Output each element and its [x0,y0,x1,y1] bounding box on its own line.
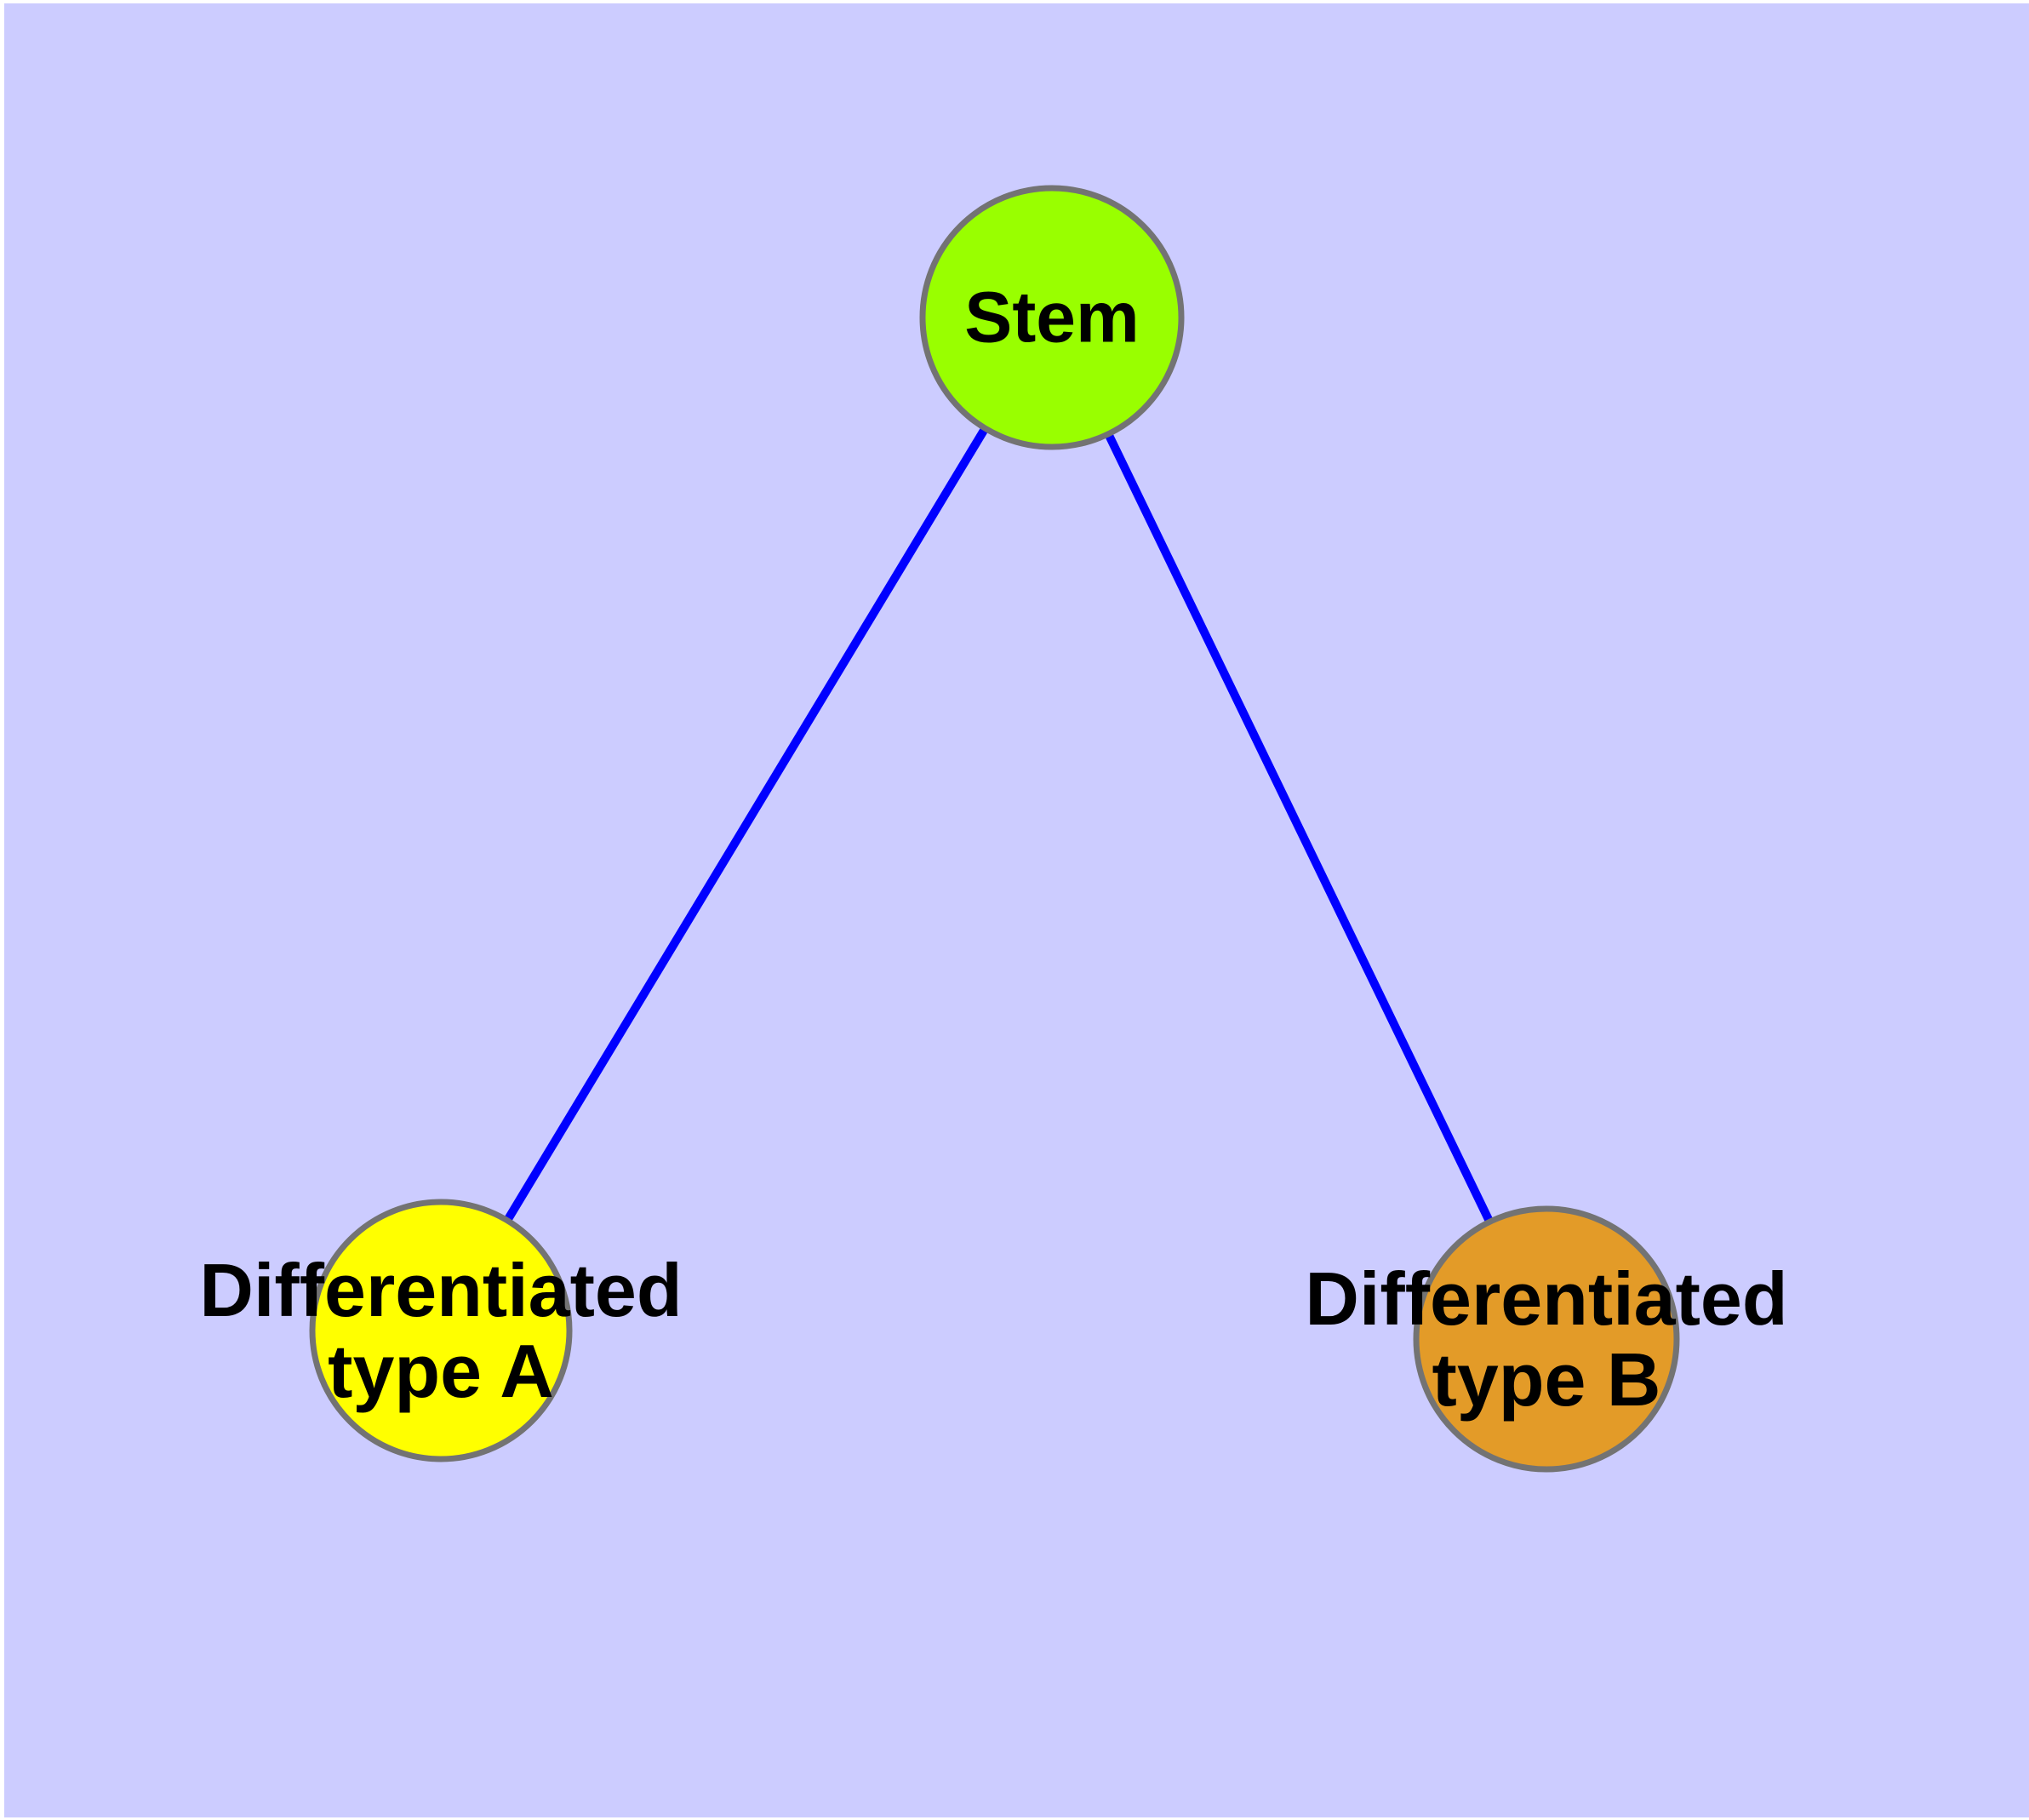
node-diff_a[interactable] [309,1199,573,1462]
edge-layer [502,424,1495,1226]
node-layer [309,185,1680,1473]
edge-stem-diff-b [1103,430,1495,1226]
node-stem[interactable] [919,185,1185,450]
edge-stem-diff-a [502,424,990,1225]
graph-svg [309,185,1680,1473]
node-diff_b[interactable] [1413,1205,1680,1473]
